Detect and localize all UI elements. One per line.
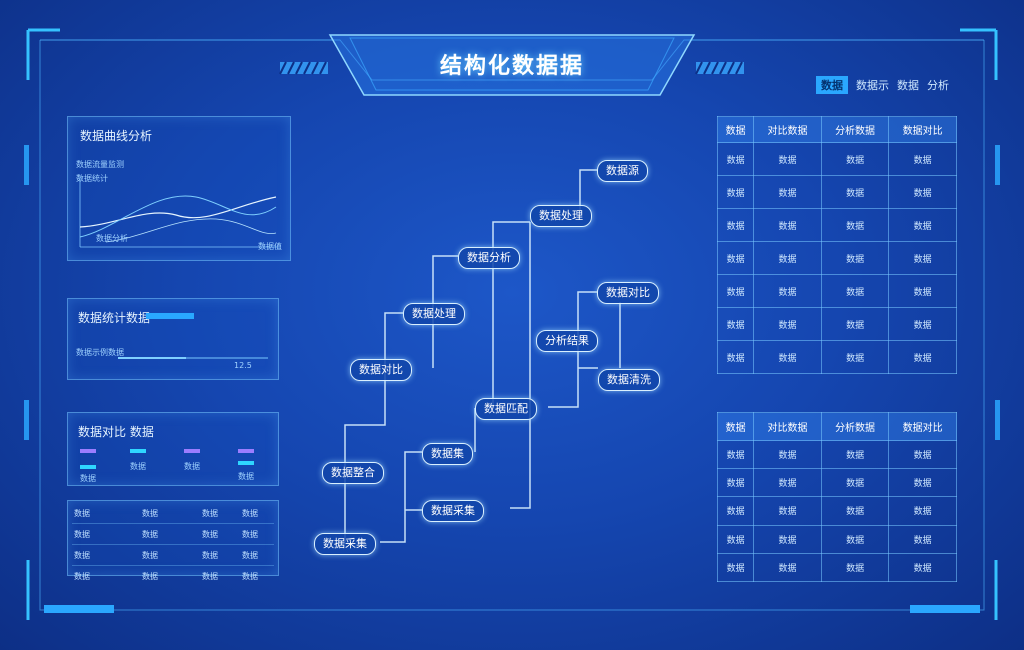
table-row: 数据数据数据数据 [716, 142, 957, 176]
table-row: 数据数据数据数据 [716, 340, 957, 374]
chart-note: 数据流量监测 [76, 160, 124, 169]
flow-node[interactable]: 数据处理 [530, 205, 592, 227]
panel-title: 数据曲线分析 [80, 129, 153, 143]
status-item: 数据 [897, 79, 919, 92]
table-header: 数据 [716, 412, 755, 441]
legend-swatch [238, 461, 254, 465]
progress-value: 12.5 [234, 361, 252, 370]
flow-node[interactable]: 数据匹配 [475, 398, 537, 420]
rows-panel: 数据数据数据数据 数据数据数据数据 数据数据数据数据 数据数据数据数据 [67, 500, 279, 581]
legend-swatch [80, 465, 96, 469]
table-row: 数据数据数据数据 [716, 439, 957, 470]
table-row: 数据数据数据数据 [716, 552, 957, 583]
data-table-top: 数据 对比数据 分析数据 数据对比 数据数据数据数据 数据数据数据数据 数据数据… [716, 116, 957, 374]
flow-node[interactable]: 数据整合 [322, 462, 384, 484]
page-title: 结构化数据据 [439, 54, 584, 79]
flow-node[interactable]: 数据处理 [403, 303, 465, 325]
flow-node[interactable]: 数据集 [422, 443, 473, 465]
line-chart [79, 177, 280, 248]
flow-node[interactable]: 数据采集 [422, 500, 484, 522]
table-row: 数据数据数据数据 [716, 468, 957, 498]
progress-row-label: 数据示例数据 [76, 348, 124, 357]
flow-node[interactable]: 数据对比 [350, 359, 412, 381]
chart-note: 数据分析 [96, 234, 128, 243]
status-item: 数据示 [856, 79, 889, 92]
progress-panel: 数据统计数据 数据示例数据 12.5 [67, 298, 279, 380]
panel-title: 数据统计数据 [78, 311, 151, 325]
table-header: 数据 [716, 116, 755, 143]
flow-node[interactable]: 数据清洗 [598, 369, 660, 391]
flow-node[interactable]: 数据对比 [597, 282, 659, 304]
table-row: 数据数据数据数据 [716, 241, 957, 275]
flow-node[interactable]: 数据源 [597, 160, 648, 182]
table-header: 对比数据 [753, 116, 822, 143]
legend-swatch [80, 449, 96, 453]
legend-swatch [130, 449, 146, 453]
status-tag: 数据 [816, 76, 848, 94]
table-row: 数据数据数据数据 [716, 175, 957, 209]
panel-title: 数据对比 数据 [78, 425, 154, 439]
flow-node[interactable]: 数据采集 [314, 533, 376, 555]
chart-note: 数据统计 [76, 174, 108, 183]
data-table-bottom: 数据 对比数据 分析数据 数据对比 数据数据数据数据 数据数据数据数据 数据数据… [716, 412, 957, 583]
flow-node[interactable]: 数据分析 [458, 247, 520, 269]
table-row: 数据数据数据数据 [716, 496, 957, 526]
legend-label: 数据 [80, 474, 96, 483]
progress-fill [118, 357, 186, 359]
table-row: 数据数据数据数据 [716, 274, 957, 308]
flow-node[interactable]: 分析结果 [536, 330, 598, 352]
table-header: 数据对比 [888, 116, 957, 143]
table-row: 数据数据数据数据 [74, 572, 258, 581]
legend-panel: 数据对比 数据 数据 数据 数据 数据 [67, 412, 279, 486]
status-item: 分析 [927, 79, 949, 92]
table-row: 数据数据数据数据 [72, 545, 274, 566]
legend-label: 数据 [130, 462, 146, 471]
table-row: 数据数据数据数据 [716, 307, 957, 341]
top-right-status: 数据 数据示 数据 分析 [816, 76, 949, 94]
table-row: 数据数据数据数据 [72, 524, 274, 545]
table-header: 分析数据 [820, 116, 890, 143]
progress-track [118, 357, 268, 359]
legend-label: 数据 [184, 462, 200, 471]
table-header: 对比数据 [753, 412, 822, 441]
progress-bar-fill [146, 313, 194, 319]
line-chart-panel: 数据曲线分析 数据流量监测 数据统计 数据分析 数据值 [67, 116, 291, 261]
chart-note: 数据值 [258, 242, 282, 251]
legend-swatch [184, 449, 200, 453]
table-row: 数据数据数据数据 [716, 208, 957, 242]
legend-label: 数据 [238, 472, 254, 481]
legend-swatch [238, 449, 254, 453]
table-header: 数据对比 [888, 412, 957, 441]
table-row: 数据数据数据数据 [72, 503, 274, 524]
table-header: 分析数据 [820, 412, 890, 441]
table-row: 数据数据数据数据 [716, 524, 957, 554]
row-table: 数据数据数据数据 数据数据数据数据 数据数据数据数据 数据数据数据数据 [72, 503, 274, 586]
